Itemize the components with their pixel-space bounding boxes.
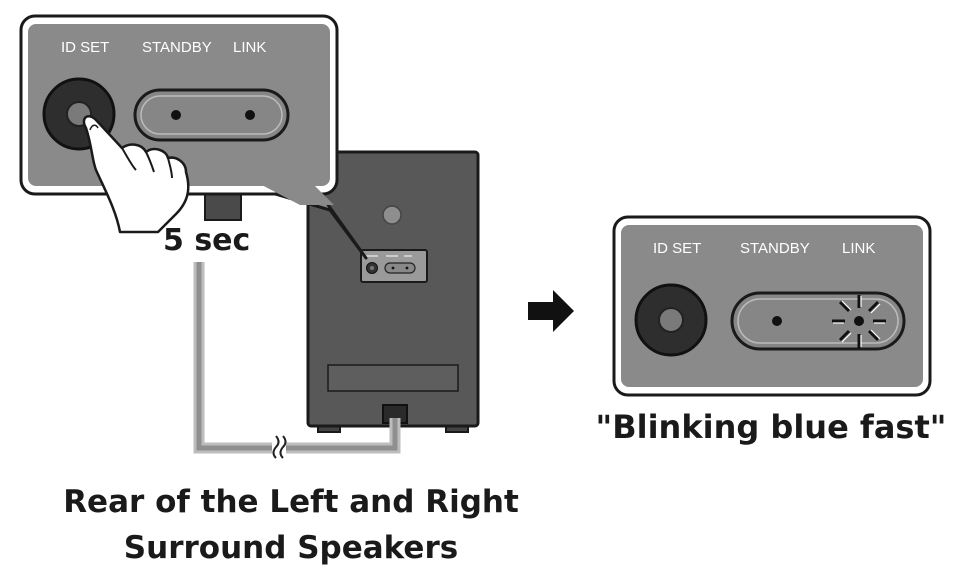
standby-led [171,110,181,120]
zoom-panel-right: ID SET STANDBY LINK [612,215,932,397]
link-led-blinking [854,316,864,326]
speaker-cable [193,262,401,460]
standby-label: STANDBY [142,39,212,56]
speaker-mini-panel [360,249,428,283]
blink-rays-icon [832,295,886,348]
cable-break-icon [272,435,287,460]
finger-press-icon [82,115,190,234]
speaker-caption-line1: Rear of the Left and Right [63,484,519,520]
arrow-right-icon [528,290,574,332]
standby-led-right [772,316,782,326]
result-caption: "Blinking blue fast" [596,408,947,446]
link-label-right: LINK [842,240,875,257]
id-set-label: ID SET [61,39,109,56]
speaker-caption-line2: Surround Speakers [124,530,458,566]
link-label: LINK [233,39,266,56]
id-set-button-right[interactable] [634,283,708,357]
standby-label-right: STANDBY [740,240,810,257]
link-led [245,110,255,120]
speaker-rear [306,150,480,433]
id-set-label-right: ID SET [653,240,701,257]
press-duration-text: 5 sec [163,223,250,258]
led-capsule [133,88,290,142]
zoom-callout-left: ID SET STANDBY LINK [19,14,368,260]
